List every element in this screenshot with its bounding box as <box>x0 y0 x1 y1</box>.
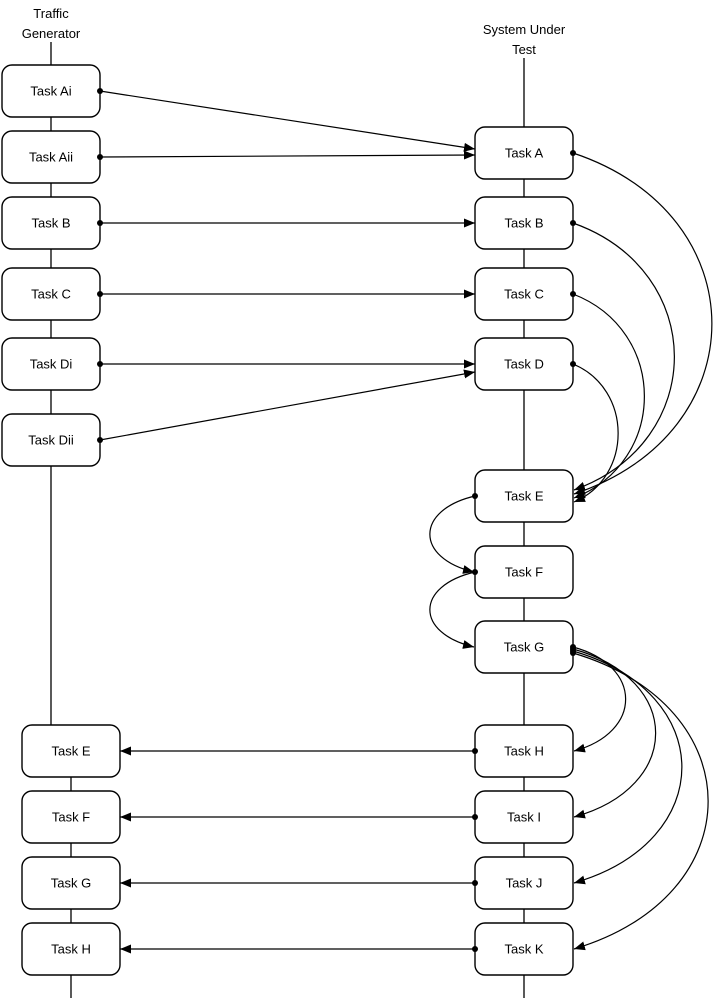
task-label-tg-h: Task H <box>51 942 91 957</box>
task-label-tg-b: Task B <box>31 216 70 231</box>
edge-sut-g-to-sut-k <box>570 650 709 951</box>
task-label-sut-h: Task H <box>504 744 544 759</box>
task-node-tg-f: Task F <box>21 790 121 844</box>
task-label-tg-e: Task E <box>51 744 90 759</box>
edge-sut-b-to-sut-e <box>570 220 675 491</box>
task-label-tg-aii: Task Aii <box>29 150 73 165</box>
task-label-sut-d: Task D <box>504 357 544 372</box>
edge-sut-d-to-sut-e <box>570 361 619 503</box>
edges-layer <box>97 88 713 954</box>
task-label-sut-b: Task B <box>504 216 543 231</box>
task-node-sut-i: Task I <box>474 790 574 844</box>
task-label-tg-dii: Task Dii <box>28 433 74 448</box>
task-node-tg-g: Task G <box>21 856 121 910</box>
task-node-tg-h: Task H <box>21 922 121 976</box>
task-node-tg-b: Task B <box>1 196 101 250</box>
edge-tg-ai-to-sut-a <box>97 88 476 152</box>
task-label-tg-g: Task G <box>51 876 91 891</box>
column-header-system-under-test: System Under Test <box>482 22 566 57</box>
task-label-sut-a: Task A <box>505 146 544 161</box>
task-label-tg-f: Task F <box>52 810 90 825</box>
task-label-tg-c: Task C <box>31 287 71 302</box>
task-node-sut-c: Task C <box>474 267 574 321</box>
task-label-sut-c: Task C <box>504 287 544 302</box>
task-node-tg-di: Task Di <box>1 337 101 391</box>
edge-sut-a-to-sut-e <box>570 150 713 495</box>
task-label-sut-g: Task G <box>504 640 544 655</box>
task-node-sut-a: Task A <box>474 126 574 180</box>
edge-sut-c-to-sut-e <box>570 291 645 499</box>
task-label-sut-j: Task J <box>506 876 543 891</box>
task-node-tg-e: Task E <box>21 724 121 778</box>
task-node-sut-g: Task G <box>474 620 574 674</box>
task-node-sut-d: Task D <box>474 337 574 391</box>
edge-sut-f-to-sut-g <box>429 569 478 649</box>
task-label-tg-di: Task Di <box>30 357 73 372</box>
task-node-sut-h: Task H <box>474 724 574 778</box>
task-node-tg-aii: Task Aii <box>1 130 101 184</box>
lifelines-layer <box>50 42 525 998</box>
task-label-sut-k: Task K <box>504 942 543 957</box>
task-node-sut-k: Task K <box>474 922 574 976</box>
edge-tg-aii-to-sut-a <box>97 150 476 160</box>
task-node-sut-b: Task B <box>474 196 574 250</box>
edge-sut-e-to-sut-f <box>429 493 478 574</box>
task-node-tg-c: Task C <box>1 267 101 321</box>
task-label-sut-e: Task E <box>504 489 543 504</box>
task-node-sut-e: Task E <box>474 469 574 523</box>
edge-sut-g-to-sut-h <box>570 644 627 753</box>
task-label-tg-ai: Task Ai <box>30 84 71 99</box>
edge-tg-dii-to-sut-d <box>97 369 476 443</box>
edge-sut-g-to-sut-j <box>570 648 683 885</box>
task-node-tg-ai: Task Ai <box>1 64 101 118</box>
column-header-traffic-generator: Traffic Generator <box>21 6 81 41</box>
task-label-sut-i: Task I <box>507 810 541 825</box>
task-node-tg-dii: Task Dii <box>1 413 101 467</box>
task-label-sut-f: Task F <box>505 565 543 580</box>
task-node-sut-j: Task J <box>474 856 574 910</box>
task-node-sut-f: Task F <box>474 545 574 599</box>
edge-sut-g-to-sut-i <box>570 646 657 819</box>
